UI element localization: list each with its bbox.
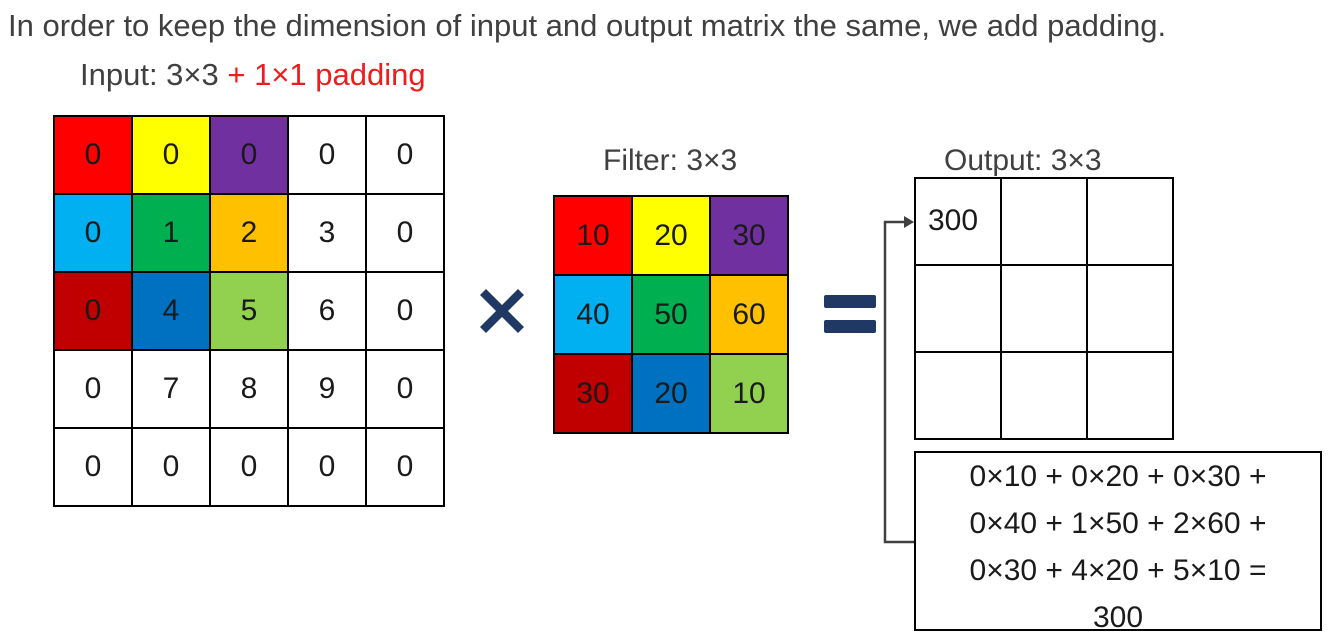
calculation-line: 0×10 + 0×20 + 0×30 + xyxy=(969,460,1267,493)
input-matrix-cell: 4 xyxy=(131,271,211,351)
filter-matrix-cell: 20 xyxy=(631,195,711,276)
filter-label: Filter: 3×3 xyxy=(603,144,738,177)
calculation-result: 300 xyxy=(1092,601,1144,634)
input-matrix-cell: 0 xyxy=(365,271,445,351)
output-matrix-row xyxy=(914,264,1174,353)
input-matrix-cell: 3 xyxy=(287,193,367,273)
input-matrix-cell: 0 xyxy=(209,427,289,507)
output-matrix-cell xyxy=(1000,264,1088,353)
equals-icon xyxy=(822,293,878,339)
heading: In order to keep the dimension of input … xyxy=(8,8,1167,43)
calculation-line: 0×30 + 4×20 + 5×10 = xyxy=(969,554,1267,587)
input-matrix-cell: 8 xyxy=(209,349,289,429)
calculation-box: 0×10 + 0×20 + 0×30 + 0×40 + 1×50 + 2×60 … xyxy=(914,451,1322,634)
filter-matrix-cell: 40 xyxy=(553,274,633,355)
input-matrix-cell: 2 xyxy=(209,193,289,273)
padding-label: + 1×1 padding xyxy=(227,57,426,92)
output-matrix-cell xyxy=(914,351,1002,440)
input-matrix-cell: 9 xyxy=(287,349,367,429)
input-label: Input: 3×3 + 1×1 padding xyxy=(80,57,426,93)
filter-matrix-cell: 50 xyxy=(631,274,711,355)
input-matrix-cell: 0 xyxy=(287,115,367,195)
input-matrix-cell: 0 xyxy=(53,427,133,507)
input-matrix-cell: 6 xyxy=(287,271,367,351)
input-matrix-cell: 0 xyxy=(131,427,211,507)
input-matrix-cell: 5 xyxy=(209,271,289,351)
output-matrix: 300 xyxy=(914,177,1174,440)
input-label-prefix: Input: 3×3 xyxy=(80,57,228,92)
input-matrix-cell: 0 xyxy=(365,193,445,273)
input-matrix-cell: 0 xyxy=(131,115,211,195)
output-label: Output: 3×3 xyxy=(944,144,1102,177)
filter-matrix-cell: 60 xyxy=(709,274,789,355)
input-matrix-cell: 0 xyxy=(287,427,367,507)
filter-matrix-cell: 10 xyxy=(709,353,789,434)
filter-matrix-cell: 30 xyxy=(553,353,633,434)
input-matrix-cell: 0 xyxy=(209,115,289,195)
multiply-icon xyxy=(474,283,530,339)
input-matrix-cell: 0 xyxy=(365,427,445,507)
input-matrix-cell: 0 xyxy=(365,349,445,429)
output-matrix-cell xyxy=(1086,177,1174,266)
input-matrix-cell: 0 xyxy=(53,115,133,195)
input-matrix-cell: 7 xyxy=(131,349,211,429)
input-matrix-cell: 0 xyxy=(365,115,445,195)
output-matrix-row: 300 xyxy=(914,177,1174,266)
filter-matrix-cell: 20 xyxy=(631,353,711,434)
output-matrix-cell: 300 xyxy=(914,177,1002,266)
filter-matrix-cell: 30 xyxy=(709,195,789,276)
output-matrix-cell xyxy=(1000,177,1088,266)
input-matrix-cell: 0 xyxy=(53,271,133,351)
connector-arrow xyxy=(880,205,920,550)
output-matrix-cell xyxy=(914,264,1002,353)
input-matrix-cell: 1 xyxy=(131,193,211,273)
output-matrix-cell xyxy=(1086,351,1174,440)
calculation-line: 0×40 + 1×50 + 2×60 + xyxy=(969,507,1267,540)
input-matrix-cell: 0 xyxy=(53,193,133,273)
output-matrix-cell xyxy=(1086,264,1174,353)
input-matrix-cell: 0 xyxy=(53,349,133,429)
filter-matrix-cell: 10 xyxy=(553,195,633,276)
output-matrix-cell xyxy=(1000,351,1088,440)
output-matrix-row xyxy=(914,351,1174,440)
